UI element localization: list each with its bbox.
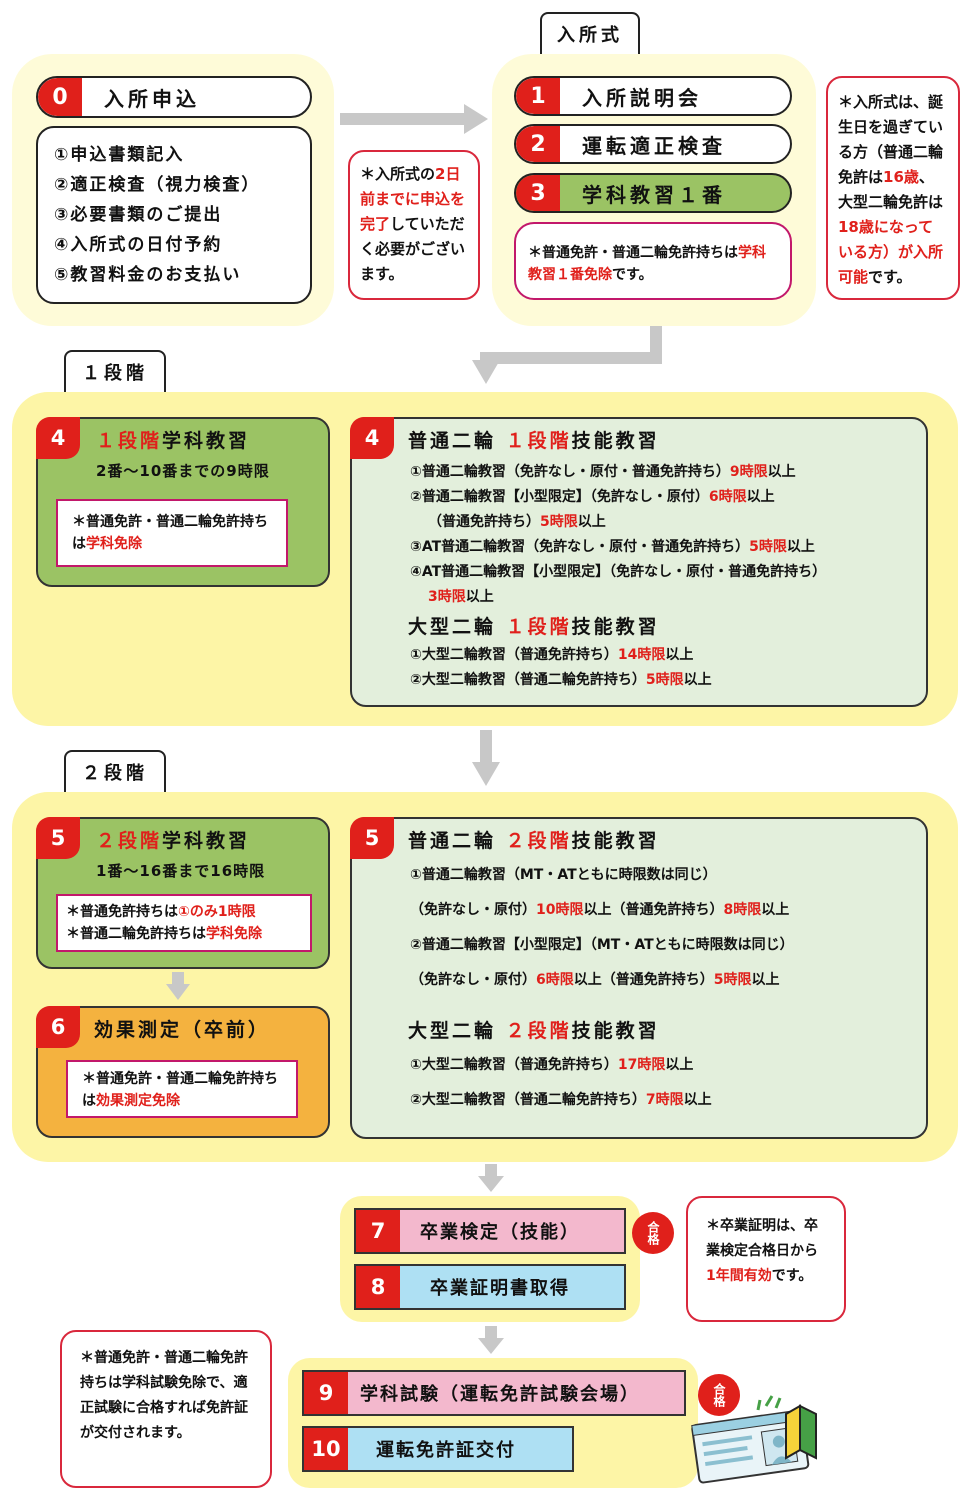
- skill-line: ④AT普通二輪教習【小型限定】（免許なし・原付・普通免許持ち）: [410, 564, 827, 580]
- stage-2-skill-box: [350, 817, 928, 1139]
- step-7-graduation-test: 7 卒業検定（技能）: [354, 1208, 626, 1254]
- effect-measurement-note: ＊普通免許・普通二輪免許持ちは効果測定免除: [66, 1060, 298, 1118]
- skill-line: （普通免許持ち）5時限以上: [428, 514, 606, 530]
- apply-deadline-note: ＊入所式の2日前までに申込を完了していただく必要がございます。: [348, 150, 480, 300]
- entry-exemption-note: ＊普通免許・普通二輪免許持ちは学科教習１番免除です。: [514, 222, 792, 300]
- stage-1-normal-skill-list: ①普通二輪教習（免許なし・原付・普通免許持ち）9時限以上 ②普通二輪教習【小型限…: [410, 460, 826, 610]
- stage-2-tab: ２段階: [64, 750, 166, 792]
- stage-1-tab: １段階: [64, 350, 166, 392]
- skill-line: ②大型二輪教習（普通二輪免許持ち）5時限以上: [410, 672, 712, 688]
- final-exemption-note: ＊普通免許・普通二輪免許持ちは学科試験免除で、適正試験に合格すれば免許証が交付さ…: [60, 1330, 272, 1488]
- beginner-mark-icon: [785, 1404, 817, 1460]
- skill-line: ①大型二輪教習（普通免許持ち）14時限以上: [410, 647, 694, 663]
- step-0-application: 0 入所申込: [36, 76, 312, 118]
- stage-1-normal-skill-title: 普通二輪 １段階技能教習: [408, 430, 660, 452]
- entry-ceremony-tab: 入所式: [540, 12, 640, 54]
- stage-1-academic-note: ＊普通免許・普通二輪免許持ちは学科免除: [56, 499, 288, 567]
- arrow-down-icon: [166, 972, 190, 1000]
- stage-1-large-skill-title: 大型二輪 １段階技能教習: [408, 616, 660, 638]
- stage-1-large-skill-list: ①大型二輪教習（普通免許持ち）14時限以上 ②大型二輪教習（普通二輪免許持ち）5…: [410, 643, 712, 693]
- stage-2-academic-note: ＊普通免許持ちは①のみ1時限 ＊普通二輪免許持ちは学科免除: [56, 894, 312, 952]
- skill-line: ①普通二輪教習（免許なし・原付・普通免許持ち）9時限以上: [410, 464, 796, 480]
- application-item: ⑤教習料金のお支払い: [54, 265, 242, 285]
- arrow-down-icon: [472, 730, 500, 786]
- arrow-right-icon: [340, 104, 488, 134]
- stage-1-skill-box: [350, 417, 928, 707]
- step-5-skill-number: 5: [350, 817, 394, 859]
- skill-line: （免許なし・原付）10時限以上（普通免許持ち）8時限以上: [410, 902, 790, 918]
- effect-measurement-title: 効果測定（卒前）: [94, 1019, 271, 1041]
- stage-2-normal-skill-list: ①普通二輪教習（MT・ATともに時限数は同じ） （免許なし・原付）10時限以上（…: [410, 858, 794, 998]
- application-item: ①申込書類記入: [54, 145, 185, 165]
- application-items-box: ①申込書類記入 ②適正検査（視力検査） ③必要書類のご提出 ④入所式の日付予約 …: [36, 126, 312, 304]
- arrow-down-icon: [472, 326, 662, 384]
- application-item: ②適正検査（視力検査）: [54, 175, 261, 195]
- stage-2-academic-hours: 1番〜16番まで16時限: [96, 862, 266, 880]
- pass-badge: 合格: [698, 1374, 740, 1416]
- skill-line: ②普通二輪教習【小型限定】（MT・ATともに時限数は同じ）: [410, 937, 794, 953]
- stage-1-academic-title: １段階学科教習: [96, 430, 251, 452]
- step-6-number: 6: [36, 1006, 80, 1048]
- pass-badge: 合格: [632, 1212, 674, 1254]
- stage-2-normal-skill-title: 普通二輪 ２段階技能教習: [408, 830, 660, 852]
- application-item: ④入所式の日付予約: [54, 235, 223, 255]
- skill-line: ②普通二輪教習【小型限定】（免許なし・原付）6時限以上: [410, 489, 775, 505]
- skill-line: 3時限以上: [428, 589, 494, 605]
- step-8-graduation-certificate: 8 卒業証明書取得: [354, 1264, 626, 1310]
- step-3-academic-1: 3 学科教習１番: [514, 173, 792, 213]
- skill-line: ①普通二輪教習（MT・ATともに時限数は同じ）: [410, 867, 717, 883]
- stage-2-large-skill-title: 大型二輪 ２段階技能教習: [408, 1020, 660, 1042]
- step-5-number: 5: [36, 817, 80, 859]
- stage-2-academic-title: ２段階学科教習: [96, 830, 251, 852]
- stage-1-academic-hours: 2番〜10番までの9時限: [96, 462, 270, 480]
- step-4-skill-number: 4: [350, 417, 394, 459]
- application-item: ③必要書類のご提出: [54, 205, 223, 225]
- step-10-license-issue: 10 運転免許証交付: [302, 1426, 574, 1472]
- step-9-academic-exam: 9 学科試験（運転免許試験会場）: [302, 1370, 686, 1416]
- age-requirement-note: ＊入所式は、誕生日を過ぎている方（普通二輪免許は16歳、大型二輪免許は18歳にな…: [826, 76, 960, 300]
- license-card-icon: [691, 1395, 817, 1484]
- skill-line: ③AT普通二輪教習（免許なし・原付・普通免許持ち）5時限以上: [410, 539, 815, 555]
- step-1-orientation: 1 入所説明会: [514, 76, 792, 116]
- certificate-validity-note: ＊卒業証明は、卒業検定合格日から1年間有効です。: [686, 1196, 846, 1322]
- step-2-aptitude-test: 2 運転適正検査: [514, 124, 792, 164]
- skill-line: ②大型二輪教習（普通二輪免許持ち）7時限以上: [410, 1092, 712, 1108]
- stage-2-large-skill-list: ①大型二輪教習（普通免許持ち）17時限以上 ②大型二輪教習（普通二輪免許持ち）7…: [410, 1048, 712, 1118]
- skill-line: ①大型二輪教習（普通免許持ち）17時限以上: [410, 1057, 694, 1073]
- step-4-number: 4: [36, 417, 80, 459]
- arrow-down-icon: [478, 1164, 504, 1192]
- skill-line: （免許なし・原付）6時限以上（普通免許持ち）5時限以上: [410, 972, 780, 988]
- arrow-down-icon: [478, 1326, 504, 1354]
